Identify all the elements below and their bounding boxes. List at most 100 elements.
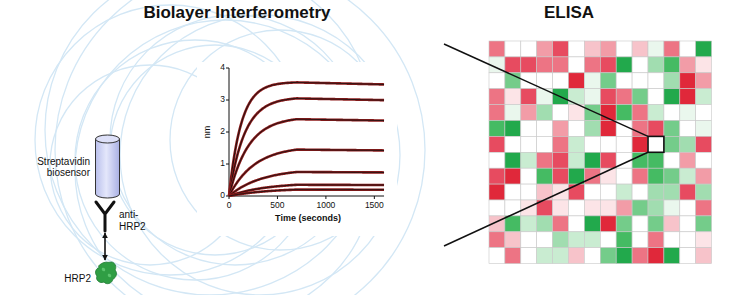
- heat-cell: [664, 248, 680, 264]
- x-axis: [229, 196, 384, 197]
- heat-cell: [521, 57, 537, 73]
- fit-curve: [229, 82, 384, 196]
- heat-cell: [505, 57, 521, 73]
- heat-cell: [537, 216, 553, 232]
- heat-cell: [632, 105, 648, 121]
- axis-title: Time (seconds): [275, 214, 341, 224]
- heat-cell: [553, 41, 569, 57]
- sensorgram-curve: [229, 82, 384, 196]
- heat-cell: [584, 73, 600, 89]
- y-tick: [226, 68, 229, 69]
- heat-cell: [600, 41, 616, 57]
- heat-cell: [696, 248, 712, 264]
- heat-cell: [521, 200, 537, 216]
- heat-cell: [553, 152, 569, 168]
- heat-cell: [569, 168, 585, 184]
- fit-curve: [229, 150, 384, 196]
- sensorgram-curve: [229, 185, 384, 196]
- heat-cell: [648, 168, 664, 184]
- heat-cell: [600, 200, 616, 216]
- fit-curve: [229, 190, 384, 196]
- cylinder-body: [96, 139, 120, 198]
- heat-cell: [505, 232, 521, 248]
- heat-cell: [584, 41, 600, 57]
- heat-cell: [664, 105, 680, 121]
- heat-cell: [648, 216, 664, 232]
- heat-cell: [632, 152, 648, 168]
- heat-cell: [664, 121, 680, 137]
- panel-heading: Biolayer Interferometry: [143, 4, 330, 23]
- heat-cell: [521, 232, 537, 248]
- tick-label: 4: [220, 63, 225, 72]
- heat-cell: [553, 136, 569, 152]
- heat-cell: [696, 105, 712, 121]
- heat-cell: [600, 121, 616, 137]
- heat-cell: [489, 136, 505, 152]
- heat-cell: [537, 121, 553, 137]
- heat-cell: [505, 89, 521, 105]
- y-tick: [226, 100, 229, 101]
- bli-chart: [197, 62, 397, 236]
- heat-cell: [584, 168, 600, 184]
- node-label: Streptavidin biosensor: [37, 156, 90, 179]
- heat-cell: [600, 136, 616, 152]
- heat-cell: [505, 152, 521, 168]
- heat-cell: [521, 73, 537, 89]
- heat-cell: [680, 136, 696, 152]
- heat-cell: [680, 57, 696, 73]
- node-label: anti-HRP2: [119, 209, 146, 232]
- heat-cell: [696, 152, 712, 168]
- heat-cell: [664, 57, 680, 73]
- heat-cell: [696, 168, 712, 184]
- heat-cell: [616, 105, 632, 121]
- heat-cell: [489, 121, 505, 137]
- heat-cell: [648, 152, 664, 168]
- heat-cell: [569, 152, 585, 168]
- tick-label: 2: [220, 127, 225, 136]
- heat-cell: [553, 216, 569, 232]
- antibody-node: anti-HRP2: [93, 201, 146, 232]
- fit-curve: [229, 119, 384, 196]
- heat-cell: [648, 248, 664, 264]
- heat-cell: [505, 168, 521, 184]
- heat-cell: [664, 41, 680, 57]
- heat-cell: [584, 105, 600, 121]
- x-tick: [325, 196, 326, 199]
- heat-cell: [584, 216, 600, 232]
- blob-shape: [95, 261, 117, 285]
- heat-cell: [648, 57, 664, 73]
- heat-cell: [680, 41, 696, 57]
- heat-cell: [489, 232, 505, 248]
- heat-cell: [632, 73, 648, 89]
- heat-cell: [584, 89, 600, 105]
- heat-cell: [584, 136, 600, 152]
- heat-cell: [664, 168, 680, 184]
- zoom-line: [444, 152, 648, 246]
- heat-cell: [505, 136, 521, 152]
- heat-cell: [680, 152, 696, 168]
- y-tick: [226, 164, 229, 165]
- heat-cell: [680, 73, 696, 89]
- heat-cell: [537, 232, 553, 248]
- protein-blob: [96, 262, 117, 284]
- heat-cell: [537, 136, 553, 152]
- fit-curve: [229, 98, 384, 196]
- heat-cell: [505, 41, 521, 57]
- heat-cell: [537, 152, 553, 168]
- heat-cell: [553, 121, 569, 137]
- heat-cell: [680, 248, 696, 264]
- heat-cell: [616, 248, 632, 264]
- heat-cell: [696, 136, 712, 152]
- heat-cell: [521, 184, 537, 200]
- heat-cell: [553, 200, 569, 216]
- heat-cell: [489, 89, 505, 105]
- heat-cell: [664, 136, 680, 152]
- heat-cell: [584, 152, 600, 168]
- heat-cell: [696, 216, 712, 232]
- cylinder-shape: [94, 134, 121, 200]
- heat-cell: [664, 184, 680, 200]
- heat-cell: [489, 248, 505, 264]
- chart-panel: [197, 62, 397, 236]
- heat-cell: [489, 105, 505, 121]
- heat-cell: [553, 57, 569, 73]
